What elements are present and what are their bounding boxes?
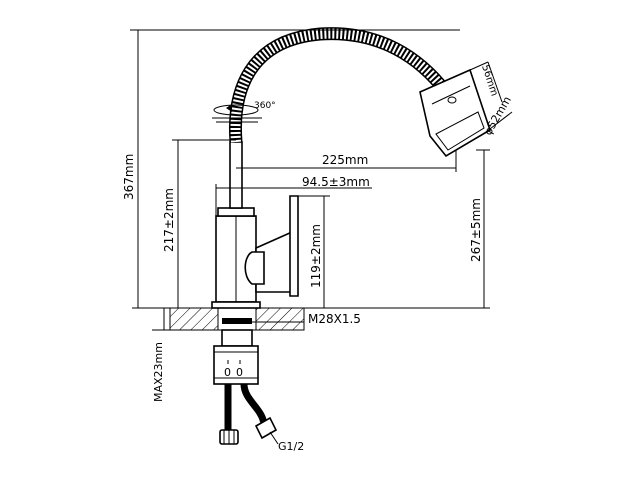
mounting-connector: 0 0 — [213, 329, 259, 385]
thread-label: M28X1.5 — [308, 312, 361, 326]
spout-height-label: 267±5mm — [469, 198, 483, 262]
dim-body-offset: 94.5±3mm — [215, 175, 372, 216]
inlet-mark-right: 0 — [236, 366, 243, 379]
spray-head — [419, 68, 491, 158]
dim-spout-reach: 225mm — [236, 150, 457, 172]
dim-max-thickness: MAX23mm — [152, 308, 222, 402]
countertop-slab — [132, 307, 320, 331]
hose-thread-callout: G1/2 — [269, 431, 304, 453]
head-diameter-label: φ52mm — [481, 94, 514, 137]
flexible-hose — [228, 27, 452, 143]
hose-thread-label: G1/2 — [278, 440, 304, 453]
spout-reach-label: 225mm — [322, 153, 368, 167]
head-length-label: 56mm — [479, 64, 499, 98]
spout-riser — [229, 141, 243, 209]
total-height-label: 367mm — [122, 154, 136, 200]
body-offset-label: 94.5±3mm — [302, 175, 370, 189]
max-thickness-label: MAX23mm — [152, 342, 165, 402]
inlet-mark-left: 0 — [224, 366, 231, 379]
faucet-handle — [244, 195, 299, 297]
dim-total-height: 367mm — [122, 29, 460, 308]
dim-spout-height: 267±5mm — [300, 149, 490, 309]
faucet-body — [211, 207, 261, 309]
thread-callout: M28X1.5 — [252, 312, 361, 330]
rotation-label: 360° — [254, 101, 276, 111]
body-height-label: 217±2mm — [162, 188, 176, 252]
dim-body-height: 217±2mm — [162, 139, 236, 308]
handle-height-label: 119±2mm — [309, 224, 323, 288]
dim-handle-height: 119±2mm — [298, 195, 330, 308]
rotation-symbol: 360° — [212, 101, 276, 123]
dim-head-diameter: φ52mm — [481, 94, 514, 137]
supply-hoses — [219, 383, 278, 445]
